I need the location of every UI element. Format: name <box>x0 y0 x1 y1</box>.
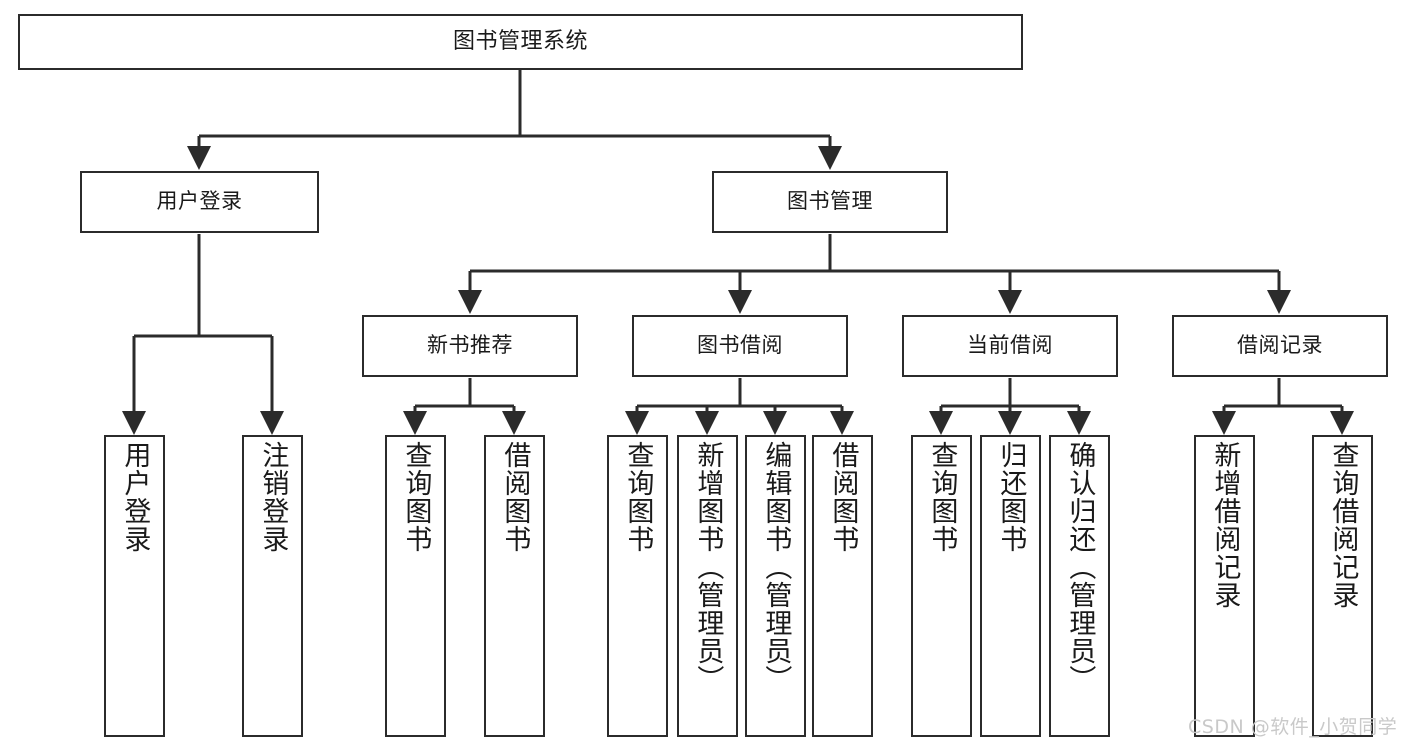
leaf-borrow-book-2[interactable]: 借阅图书 <box>812 435 873 737</box>
leaf-query-book-3-label: 查询图书 <box>926 441 958 553</box>
leaf-edit-book[interactable]: 编辑图书（管理员） <box>745 435 806 737</box>
csdn-watermark: CSDN @软件_小贺同学 <box>1188 716 1398 738</box>
leaf-confirm-return[interactable]: 确认归还（管理员） <box>1049 435 1110 737</box>
leaf-query-book-2-label: 查询图书 <box>622 441 654 553</box>
leaf-user-login[interactable]: 用户登录 <box>104 435 165 737</box>
leaf-query-book-1[interactable]: 查询图书 <box>385 435 446 737</box>
leaf-borrow-book-1-label: 借阅图书 <box>499 441 531 553</box>
leaf-query-record[interactable]: 查询借阅记录 <box>1312 435 1373 737</box>
node-new-book-rec-label: 新书推荐 <box>427 333 513 358</box>
leaf-return-book-label: 归还图书 <box>995 441 1027 553</box>
leaf-return-book[interactable]: 归还图书 <box>980 435 1041 737</box>
leaf-logout[interactable]: 注销登录 <box>242 435 303 737</box>
node-book-borrow-label: 图书借阅 <box>697 333 783 358</box>
leaf-query-book-2[interactable]: 查询图书 <box>607 435 668 737</box>
leaf-user-login-label: 用户登录 <box>119 441 151 553</box>
node-borrow-record-label: 借阅记录 <box>1237 333 1323 358</box>
node-root[interactable]: 图书管理系统 <box>18 14 1023 70</box>
node-book-manage[interactable]: 图书管理 <box>712 171 948 233</box>
leaf-confirm-return-label: 确认归还（管理员） <box>1064 441 1096 693</box>
leaf-add-book[interactable]: 新增图书（管理员） <box>677 435 738 737</box>
leaf-borrow-book-1[interactable]: 借阅图书 <box>484 435 545 737</box>
node-book-manage-label: 图书管理 <box>787 189 873 214</box>
node-current-borrow-label: 当前借阅 <box>967 333 1053 358</box>
leaf-query-book-1-label: 查询图书 <box>400 441 432 553</box>
leaf-edit-book-label: 编辑图书（管理员） <box>760 441 792 693</box>
node-user-login[interactable]: 用户登录 <box>80 171 319 233</box>
node-book-borrow[interactable]: 图书借阅 <box>632 315 848 377</box>
leaf-query-record-label: 查询借阅记录 <box>1327 441 1359 609</box>
node-root-label: 图书管理系统 <box>452 28 588 54</box>
leaf-logout-label: 注销登录 <box>257 441 289 553</box>
node-current-borrow[interactable]: 当前借阅 <box>902 315 1118 377</box>
leaf-add-record-label: 新增借阅记录 <box>1209 441 1241 609</box>
leaf-add-record[interactable]: 新增借阅记录 <box>1194 435 1255 737</box>
node-new-book-rec[interactable]: 新书推荐 <box>362 315 578 377</box>
node-borrow-record[interactable]: 借阅记录 <box>1172 315 1388 377</box>
leaf-query-book-3[interactable]: 查询图书 <box>911 435 972 737</box>
leaf-borrow-book-2-label: 借阅图书 <box>827 441 859 553</box>
node-user-login-label: 用户登录 <box>156 189 243 214</box>
leaf-add-book-label: 新增图书（管理员） <box>692 441 724 693</box>
